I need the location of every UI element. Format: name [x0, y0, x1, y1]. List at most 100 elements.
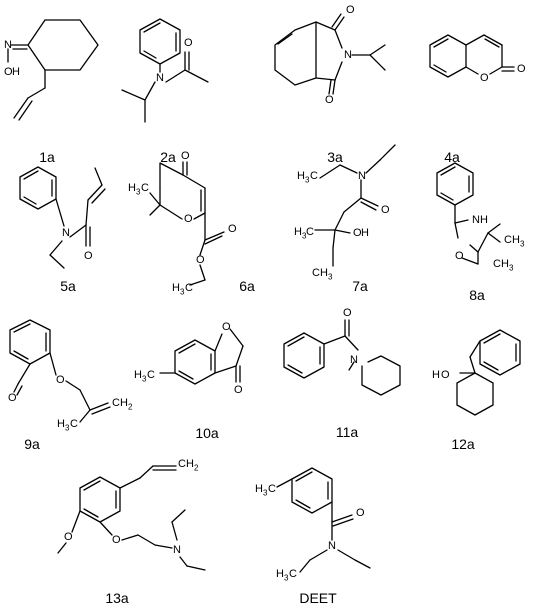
bond-line [429, 34, 467, 78]
bond-line [328, 79, 332, 95]
atom-label: O [381, 204, 390, 216]
bond-line [174, 339, 216, 385]
bond-line [121, 534, 139, 541]
bond-line [483, 333, 501, 344]
label-4a: 4a [444, 149, 460, 165]
bond-line [334, 16, 345, 31]
structure-13a: O O N C H 2 [57, 458, 206, 571]
bond-line [79, 409, 91, 423]
atom-label: N [4, 39, 12, 51]
atom-subscript: 3 [65, 424, 70, 433]
bond-line [149, 192, 161, 206]
atom-label: O [222, 321, 231, 333]
bond-line [13, 350, 29, 360]
atom-label: H [320, 267, 328, 279]
structure-6a: O O H 3 C O O H 3 C [128, 150, 237, 297]
atom-subscript: 3 [284, 574, 289, 583]
bond-line [178, 370, 194, 380]
bond-line [49, 254, 65, 269]
atom-label: O [353, 227, 362, 239]
bond-line [332, 229, 336, 249]
bond-line [440, 192, 454, 201]
bond-line [332, 518, 354, 527]
atom-label: O [343, 307, 352, 319]
bond-line [143, 22, 161, 33]
bond-line [171, 509, 186, 523]
atom-label: N [173, 544, 181, 556]
label-1a: 1a [39, 149, 55, 165]
bond-line [343, 197, 362, 213]
structure-10a: H 3 C O O [134, 321, 244, 396]
atom-subscript: 3 [520, 240, 525, 249]
label-8a: 8a [469, 287, 485, 303]
atom-label: N [344, 49, 352, 61]
atom-label: H [172, 282, 180, 294]
atom-label: H [361, 227, 369, 239]
bond-line [139, 465, 154, 479]
bond-line [369, 44, 386, 56]
bond-line [55, 198, 65, 227]
bond-line [193, 212, 206, 220]
structure-8a: N H O C H 3 C H 3 [436, 162, 525, 273]
bond-line [83, 480, 101, 491]
label-3a: 3a [327, 149, 343, 165]
atom-label: C [147, 369, 155, 381]
bond-line [379, 144, 396, 161]
structure-12a: H O [432, 329, 521, 416]
bond-line [149, 204, 161, 216]
label-7a: 7a [352, 278, 368, 294]
atom-label: C [289, 568, 297, 580]
bond-line [79, 476, 121, 523]
bond-line [27, 19, 99, 71]
bond-line [214, 365, 237, 374]
structure-2a: N O [121, 18, 209, 123]
atom-subscript: 3 [180, 288, 185, 297]
atom-label: C [70, 418, 78, 430]
bond-line [204, 231, 225, 241]
bond-line [465, 34, 485, 46]
atom-label: C [178, 458, 186, 470]
bond-line [23, 170, 39, 180]
bond-line [17, 363, 31, 385]
atom-label: H [294, 226, 302, 238]
atom-label: H [120, 397, 128, 409]
atom-label: C [310, 170, 318, 182]
bond-line [334, 29, 343, 49]
bond-line [454, 219, 469, 224]
atom-subscript: 3 [142, 375, 147, 384]
structure-5a: N O [19, 166, 106, 269]
bond-line [91, 406, 111, 415]
bond-line [171, 521, 178, 541]
label-deet: DEET [299, 590, 337, 606]
bond-line [139, 18, 181, 65]
bond-line [291, 467, 333, 514]
bond-line [309, 549, 328, 561]
bond-line [159, 162, 184, 189]
bond-line [287, 336, 305, 347]
atom-label: C [141, 182, 149, 194]
bond-line [360, 201, 377, 211]
atom-subscript: 2 [194, 464, 199, 473]
bond-line [65, 380, 81, 391]
bond-line [483, 361, 499, 371]
bond-line [319, 164, 341, 179]
bond-line [79, 389, 91, 411]
atom-label: H [255, 483, 263, 495]
atom-label: H [128, 182, 136, 194]
atom-label: C [312, 267, 320, 279]
atom-label: O [480, 72, 489, 84]
bond-line [13, 97, 29, 119]
bond-line [295, 471, 313, 482]
atom-label: H [297, 170, 305, 182]
bond-line [165, 69, 186, 83]
bond-line [143, 50, 157, 59]
bond-line [9, 319, 51, 365]
atom-label: N [328, 540, 336, 552]
bond-line [465, 66, 479, 75]
bond-line [323, 335, 346, 345]
atom-label: N [62, 227, 70, 239]
atom-subscript: 3 [328, 273, 333, 282]
bond-line [159, 204, 183, 220]
atom-subscript: 3 [136, 188, 141, 197]
atom-label: H [512, 234, 520, 246]
